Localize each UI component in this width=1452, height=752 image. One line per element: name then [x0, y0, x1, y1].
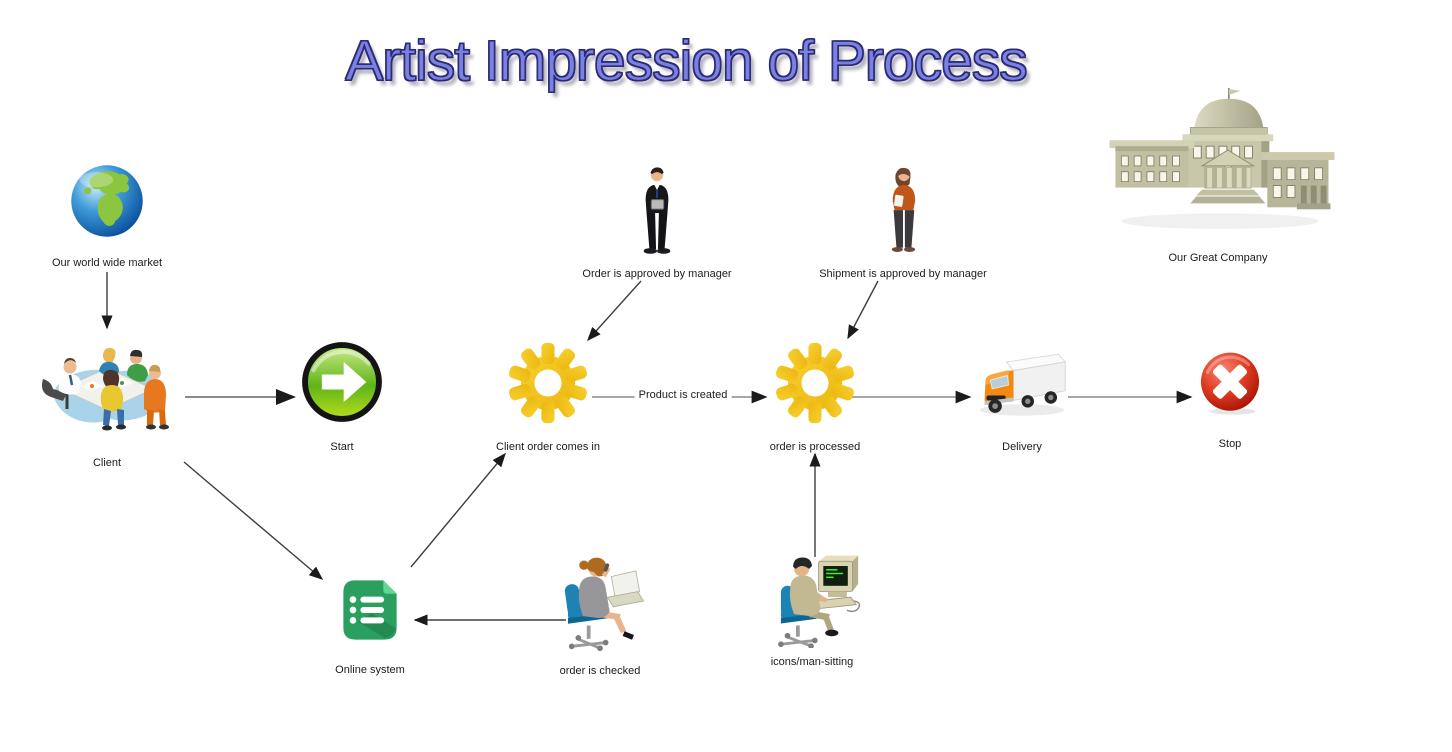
manager-man-icon: [638, 167, 676, 262]
company-label: Our Great Company: [1168, 252, 1268, 264]
truck-icon: [974, 350, 1070, 425]
node-our-great-company[interactable]: Our Great Company: [1068, 85, 1368, 264]
node-label: Client: [92, 457, 122, 469]
node-start[interactable]: Start: [282, 340, 402, 453]
node-label: Delivery: [1002, 441, 1042, 453]
woman-laptop-icon: [554, 552, 646, 657]
list-document-icon: [333, 573, 407, 652]
node-label: Shipment is approved by manager: [819, 268, 987, 280]
node-order-processed[interactable]: order is processed: [735, 342, 895, 453]
edge-client-to-online-system[interactable]: [183, 461, 324, 580]
stop-x-icon: [1197, 350, 1263, 421]
gear-icon: [507, 342, 589, 429]
start-arrow-icon: [300, 340, 384, 429]
node-label: Start: [330, 441, 354, 453]
man-computer-icon: [762, 550, 862, 653]
node-label: Client order comes in: [496, 441, 600, 453]
diagram-title[interactable]: Artist Impression of Process: [345, 28, 1029, 93]
globe-icon: [69, 163, 145, 244]
gear-icon: [774, 342, 856, 429]
node-label: Online system: [335, 664, 405, 676]
node-world-market[interactable]: Our world wide market: [17, 163, 197, 269]
node-shipment-approved-by-manager[interactable]: Shipment is approved by manager: [783, 167, 1023, 280]
node-order-approved-by-manager[interactable]: Order is approved by manager: [547, 167, 767, 280]
client-meeting-icon: [37, 331, 177, 446]
edge-order-approved-to-order-in[interactable]: [587, 280, 642, 342]
node-label: Order is approved by manager: [582, 268, 732, 280]
edge-online-system-to-order-in[interactable]: [410, 452, 506, 568]
node-order-checked[interactable]: order is checked: [520, 552, 680, 677]
node-online-system[interactable]: Online system: [300, 573, 440, 676]
node-label: Stop: [1218, 438, 1242, 450]
manager-woman-icon: [883, 167, 923, 262]
building-icon: [1099, 85, 1337, 236]
node-label: order is processed: [769, 441, 861, 453]
node-delivery[interactable]: Delivery: [952, 350, 1092, 453]
node-label: icons/man-sitting: [770, 656, 854, 668]
edge-label-product-created[interactable]: Product is created: [634, 389, 732, 401]
node-client[interactable]: Client: [7, 331, 207, 469]
node-label: Our world wide market: [51, 257, 163, 269]
node-label: order is checked: [559, 665, 641, 677]
node-man-sitting[interactable]: icons/man-sitting: [732, 550, 892, 668]
edge-shipment-approved-to-order-processed[interactable]: [847, 280, 879, 340]
node-order-comes-in[interactable]: Client order comes in: [468, 342, 628, 453]
node-stop[interactable]: Stop: [1163, 350, 1297, 450]
